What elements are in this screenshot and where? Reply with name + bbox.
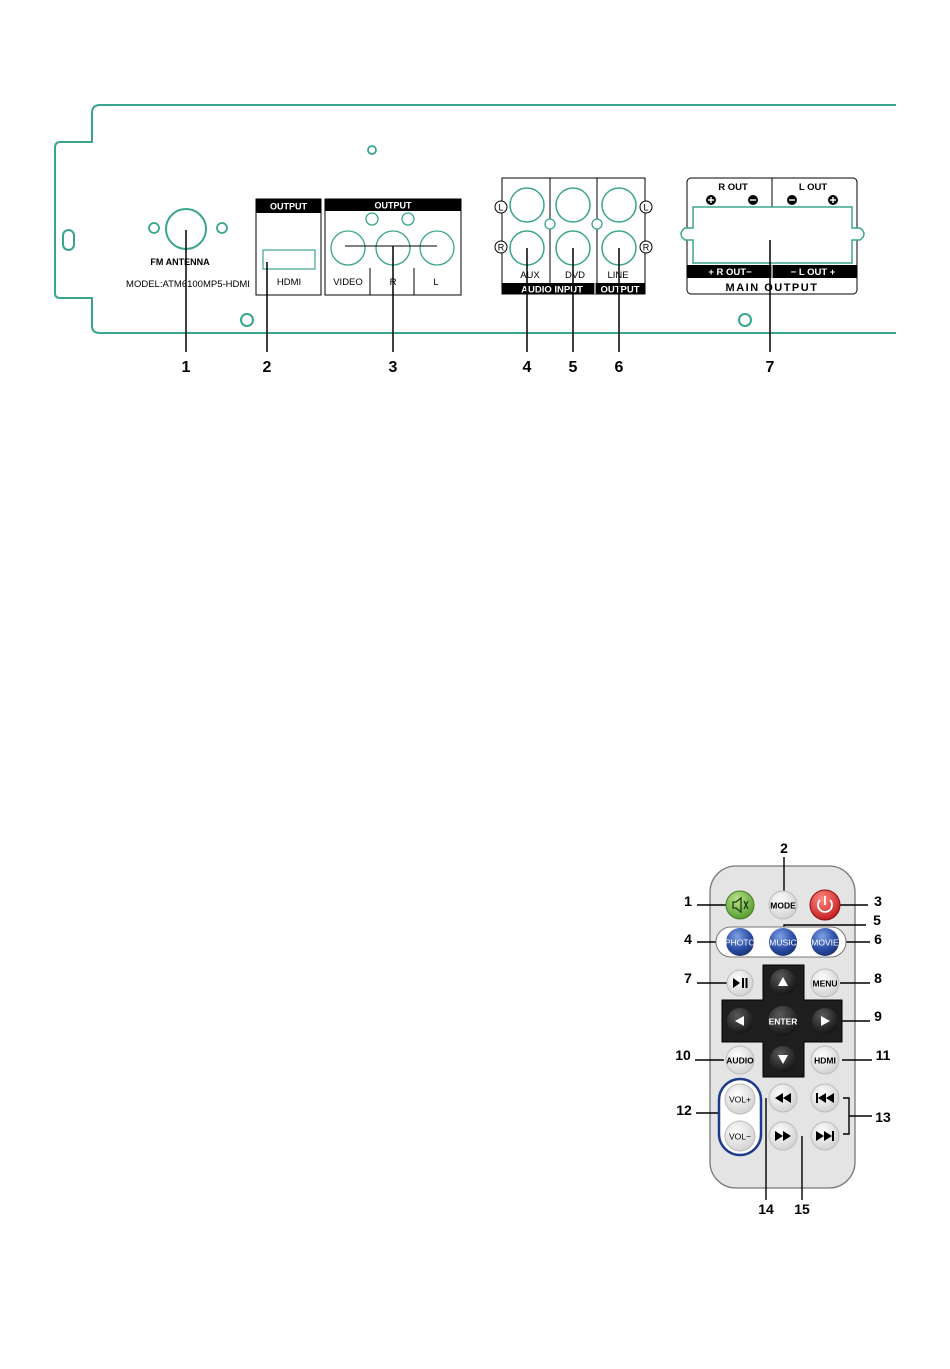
speaker-terminal[interactable] (681, 207, 864, 263)
next-button[interactable] (811, 1122, 839, 1150)
callout-number: 5 (569, 359, 578, 376)
audio-l-jack[interactable] (420, 231, 454, 265)
callout-number: 3 (389, 359, 398, 376)
audio-small-hole (545, 219, 555, 229)
callout-number: 1 (684, 893, 692, 909)
audio-input-label: AUDIO INPUT (521, 285, 583, 296)
panel-callout-numbers: 1 2 3 4 5 6 7 (182, 359, 775, 376)
plus-icon (828, 195, 838, 205)
mounting-hole (739, 314, 751, 326)
video-label: VIDEO (333, 277, 363, 288)
video-jack[interactable] (331, 231, 365, 265)
photo-label: PHOTO (725, 938, 755, 948)
mode-button[interactable]: MODE (769, 891, 797, 919)
callout-number: 8 (874, 970, 882, 986)
hdmi-label: HDMI (277, 277, 301, 288)
model-label: MODEL:ATM6100MP5-HDMI (126, 279, 250, 290)
menu-label: MENU (812, 979, 837, 989)
forward-button[interactable] (769, 1122, 797, 1150)
mode-label: MODE (770, 901, 796, 911)
right-marker-label: R (643, 243, 650, 253)
down-button[interactable] (770, 1046, 796, 1072)
callout-number: 11 (876, 1047, 891, 1063)
dvd-l-jack[interactable] (556, 188, 590, 222)
power-button[interactable] (810, 890, 840, 920)
remote-control: MODE PHOTO MUSIC MOVIE (675, 840, 891, 1217)
right-marker-label: R (498, 243, 505, 253)
line-output-label: OUTPUT (600, 285, 639, 296)
vol-down-label: VOL− (729, 1132, 751, 1142)
l-out-bar-label: − L OUT + (791, 267, 836, 278)
av-small-hole (366, 213, 378, 225)
enter-button[interactable]: ENTER (768, 1006, 798, 1036)
rear-panel: FM ANTENNA MODEL:ATM6100MP5-HDMI OUTPUT … (55, 105, 896, 376)
r-out-label: R OUT (718, 182, 748, 193)
previous-button[interactable] (811, 1084, 839, 1112)
music-button[interactable]: MUSIC (769, 928, 797, 956)
left-marker-label: L (643, 203, 648, 213)
hdmi-port[interactable] (263, 250, 315, 269)
callout-number: 2 (263, 359, 272, 376)
fm-antenna-label: FM ANTENNA (150, 257, 210, 267)
aux-label: AUX (520, 270, 540, 281)
main-output-label: MAIN OUTPUT (726, 282, 819, 294)
line-label: LINE (607, 270, 628, 281)
audio-button[interactable]: AUDIO (726, 1046, 754, 1074)
callout-number: 14 (758, 1201, 774, 1217)
left-marker-label: L (498, 203, 503, 213)
l-out-label: L OUT (799, 182, 828, 193)
av-output-header: OUTPUT (375, 201, 413, 211)
callout-number: 1 (182, 359, 191, 376)
aux-l-jack[interactable] (510, 188, 544, 222)
hdmi-button-label: HDMI (814, 1056, 836, 1066)
dvd-label: DVD (565, 270, 585, 281)
audio-label: AUDIO (726, 1056, 754, 1066)
rewind-button[interactable] (769, 1084, 797, 1112)
callout-number: 12 (676, 1102, 692, 1118)
movie-label: MOVIE (811, 938, 839, 948)
minus-icon (748, 195, 758, 205)
right-button[interactable] (812, 1008, 838, 1034)
callout-number: 5 (873, 912, 881, 928)
hdmi-button[interactable]: HDMI (811, 1046, 839, 1074)
enter-label: ENTER (769, 1017, 798, 1027)
vol-up-button[interactable]: VOL+ (725, 1084, 755, 1114)
callout-number: 6 (874, 931, 882, 947)
av-small-hole (402, 213, 414, 225)
callout-number: 9 (874, 1008, 882, 1024)
mounting-hole (368, 146, 376, 154)
callout-number: 13 (875, 1109, 891, 1125)
plus-icon (706, 195, 716, 205)
fm-antenna-jack[interactable] (149, 209, 227, 249)
vol-down-button[interactable]: VOL− (725, 1121, 755, 1151)
vol-up-label: VOL+ (729, 1095, 751, 1105)
hdmi-output-header: OUTPUT (270, 202, 308, 212)
callout-number: 4 (523, 359, 532, 376)
left-button[interactable] (727, 1008, 753, 1034)
callout-number: 7 (684, 970, 692, 986)
callout-number: 7 (766, 359, 775, 376)
menu-button[interactable]: MENU (811, 969, 839, 997)
minus-icon (787, 195, 797, 205)
callout-number: 4 (684, 931, 692, 947)
play-pause-button[interactable] (727, 970, 753, 996)
callout-number: 10 (675, 1047, 691, 1063)
up-button[interactable] (770, 969, 796, 995)
callout-number: 6 (615, 359, 624, 376)
callout-number: 3 (874, 893, 882, 909)
mounting-hole (241, 314, 253, 326)
music-label: MUSIC (769, 938, 796, 948)
l-label: L (433, 277, 438, 288)
callout-number: 15 (794, 1201, 810, 1217)
hdmi-output-box: OUTPUT HDMI (256, 199, 321, 295)
callout-number: 2 (780, 840, 788, 856)
mute-button[interactable] (726, 891, 754, 919)
movie-button[interactable]: MOVIE (811, 928, 839, 956)
main-output-box: R OUT L OUT + R OUT− − L OUT + MAIN OUTP… (681, 178, 864, 294)
line-l-jack[interactable] (602, 188, 636, 222)
mounting-slot-left (63, 230, 74, 250)
r-out-bar-label: + R OUT− (708, 267, 752, 278)
audio-small-hole (592, 219, 602, 229)
